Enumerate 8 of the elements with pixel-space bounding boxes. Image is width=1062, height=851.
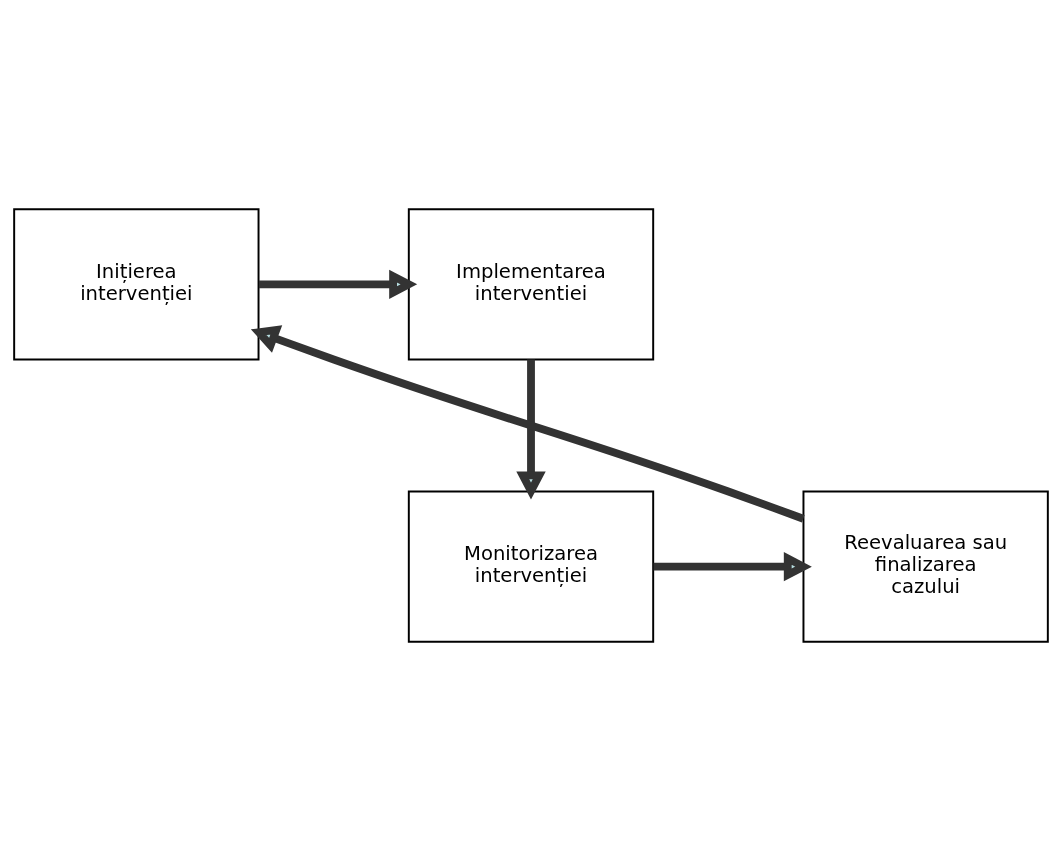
node-box: Monitorizarea intervenției xyxy=(407,490,655,643)
arrow xyxy=(653,551,812,582)
arrow xyxy=(250,325,805,523)
arrow xyxy=(258,269,418,300)
node-box: Implementarea interventiei xyxy=(407,208,655,361)
node-box: Reevaluarea sau finalizarea cazului xyxy=(802,490,1049,643)
node-box: Inițierea intervenției xyxy=(13,208,260,361)
arrow xyxy=(516,359,546,500)
